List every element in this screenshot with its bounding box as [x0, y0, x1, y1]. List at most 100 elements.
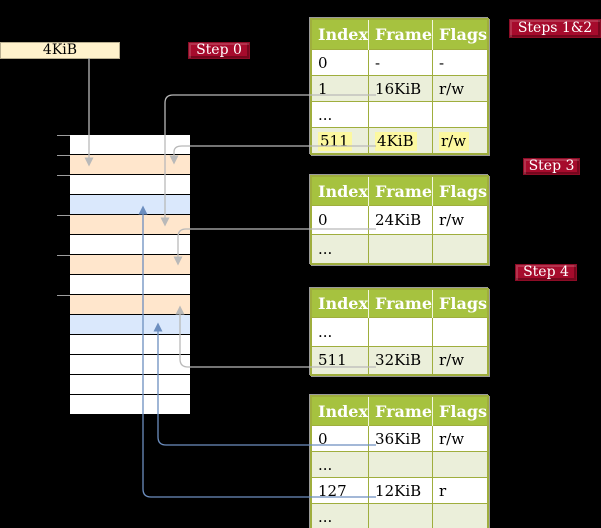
page-table-step4-row0-flags — [432, 317, 489, 347]
col-header-index: Index — [311, 176, 369, 206]
col-header-flags: Flags — [432, 176, 489, 206]
memory-frame-row-12 — [70, 375, 190, 394]
page-table-root-row3-frame: 4KiB — [368, 127, 434, 155]
page-table-root-row0-index: 0 — [310, 49, 370, 76]
memory-frame-row-2 — [70, 175, 190, 194]
memory-frame-row-4 — [70, 215, 190, 234]
badge-step-4: Step 4 — [515, 264, 577, 281]
address-tick-1 — [57, 155, 70, 156]
badge-step-0: Step 0 — [188, 42, 250, 59]
page-table-step4-row0-index: ... — [310, 317, 370, 347]
memory-frame-row-13 — [70, 395, 190, 414]
page-table-leaf-row0-frame: 36KiB — [368, 425, 434, 452]
page-table-root-row1-flags: r/w — [432, 75, 489, 102]
badge-steps-1-2: Steps 1&2 — [509, 19, 601, 38]
frame-size-label-box: 4KiB — [0, 42, 120, 59]
page-table-root-row3-flags: r/w — [432, 127, 489, 155]
page-table-root-row2-index: ... — [310, 101, 370, 128]
col-header-frame: Frame — [368, 19, 433, 50]
page-table-step4-row1-flags: r/w — [432, 345, 489, 376]
memory-frame-row-6 — [70, 255, 190, 274]
memory-stack — [70, 135, 190, 415]
page-table-leaf-row-...: ... — [310, 451, 489, 478]
page-table-step3-row1-flags — [432, 234, 489, 265]
col-header-frame: Frame — [368, 176, 433, 206]
memory-frame-row-9 — [70, 315, 190, 334]
col-header-frame: Frame — [368, 396, 433, 426]
address-tick-5 — [57, 295, 70, 296]
badge-step-3: Step 3 — [523, 158, 580, 175]
page-table-step4-row1-frame: 32KiB — [368, 345, 434, 376]
page-table-leaf-row3-flags — [432, 503, 489, 528]
page-table-root-row2-frame — [368, 101, 434, 128]
page-table-leaf-row2-frame: 12KiB — [368, 477, 434, 504]
page-table-step4-row1-index: 511 — [310, 345, 370, 376]
col-header-index: Index — [311, 289, 369, 318]
memory-frame-row-8 — [70, 295, 190, 314]
address-tick-0 — [57, 135, 70, 136]
address-tick-3 — [57, 215, 70, 216]
col-header-flags: Flags — [432, 289, 489, 318]
highlighted-value: 511 — [318, 131, 352, 151]
page-table-root-row-...: ... — [310, 101, 489, 128]
memory-frame-row-7 — [70, 275, 190, 294]
page-table-step3-row0-index: 0 — [310, 205, 370, 235]
highlighted-value: r/w — [439, 131, 470, 151]
address-tick-2 — [57, 175, 70, 176]
col-header-index: Index — [311, 19, 369, 50]
page-table-leaf-row1-flags — [432, 451, 489, 478]
page-table-step3-row-...: ... — [310, 234, 489, 265]
memory-frame-row-3 — [70, 195, 190, 214]
col-header-flags: Flags — [432, 396, 489, 426]
page-table-leaf-row0-index: 0 — [310, 425, 370, 452]
page-table-root-row1-frame: 16KiB — [368, 75, 434, 102]
page-table-step3-row1-frame — [368, 234, 434, 265]
page-table-leaf-row3-index: ... — [310, 503, 370, 528]
memory-frame-row-5 — [70, 235, 190, 254]
page-table-leaf-row1-frame — [368, 451, 434, 478]
address-tick-4 — [57, 255, 70, 256]
page-table-leaf-row3-frame — [368, 503, 434, 528]
page-table-leaf-row0-flags: r/w — [432, 425, 489, 452]
page-table-step4-row-...: ... — [310, 317, 489, 347]
page-table-step4-row0-frame — [368, 317, 434, 347]
page-table-leaf-row2-flags: r — [432, 477, 489, 504]
page-table-leaf-row2-index: 127 — [310, 477, 370, 504]
memory-frame-row-1 — [70, 155, 190, 174]
memory-frame-row-11 — [70, 355, 190, 374]
page-table-root-row1-index: 1 — [310, 75, 370, 102]
col-header-index: Index — [311, 396, 369, 426]
page-table-root-row-511: 511 4KiB r/w — [310, 127, 489, 155]
page-table-step3-row0-flags: r/w — [432, 205, 489, 235]
col-header-frame: Frame — [368, 289, 433, 318]
page-table-leaf-row1-index: ... — [310, 451, 370, 478]
memory-frame-row-0 — [70, 135, 190, 154]
page-table-root-row-0: 0-- — [310, 49, 489, 76]
page-table-root-row3-index: 511 — [310, 127, 370, 155]
page-table-root-row0-flags: - — [432, 49, 489, 76]
memory-frame-row-10 — [70, 335, 190, 354]
page-table-root-row0-frame: - — [368, 49, 434, 76]
page-table-leaf-row-...: ... — [310, 503, 489, 528]
highlighted-value: 4KiB — [375, 131, 417, 151]
page-table-step3-row1-index: ... — [310, 234, 370, 265]
page-table-step3-row0-frame: 24KiB — [368, 205, 434, 235]
